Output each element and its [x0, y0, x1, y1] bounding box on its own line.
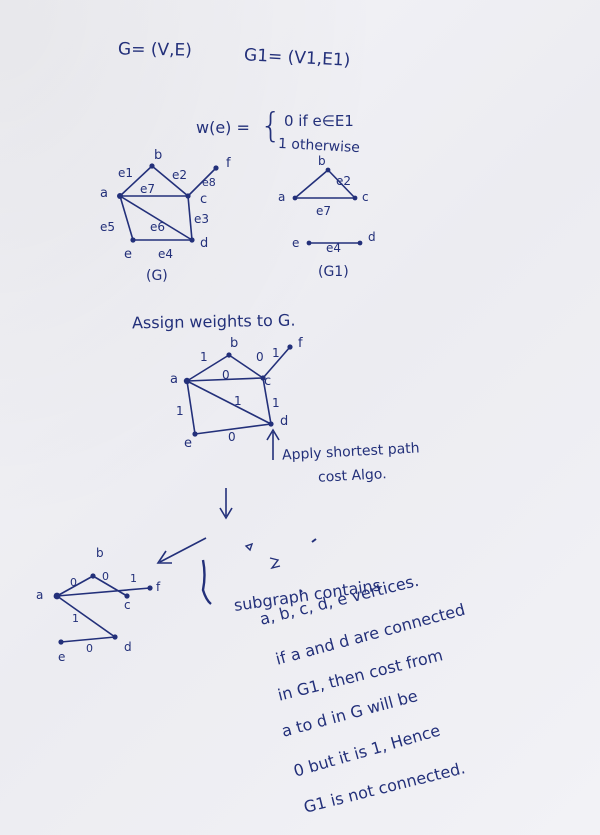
r-vertex-c: c — [124, 598, 131, 612]
w-vertex-b: b — [230, 336, 239, 351]
g1-caption: (G1) — [318, 264, 349, 280]
w-weight-ae: 1 — [176, 404, 184, 418]
w-vertex-a: a — [170, 372, 178, 387]
r-vertex-f: f — [156, 580, 161, 594]
g1-edge-e4: e4 — [326, 241, 342, 255]
r-weight-cf: 1 — [130, 572, 137, 585]
assign-weights-text: Assign weights to G. — [131, 310, 296, 333]
r-vertex-d: d — [124, 640, 132, 654]
w-weight-bc: 0 — [256, 350, 264, 364]
g1-vertex-c: c — [362, 190, 369, 204]
g-vertex-a: a — [100, 186, 108, 201]
g-vertex-c: c — [200, 192, 208, 207]
w-weight-ad: 1 — [234, 394, 242, 408]
w-weight-ac: 0 — [222, 368, 230, 382]
r-vertex-e: e — [58, 650, 66, 664]
g1-vertex-a: a — [278, 190, 286, 204]
g1-vertex-b: b — [318, 154, 326, 168]
weight-function-lhs: w(e) = — [196, 118, 250, 137]
r-weight-ab: 0 — [70, 576, 77, 589]
g-edge-e7: e7 — [140, 182, 156, 196]
g-edge-e8: e8 — [202, 176, 216, 189]
g1-edge-e2: e2 — [336, 174, 352, 188]
g1-edge-e7: e7 — [316, 204, 332, 218]
w-weight-ab: 1 — [200, 350, 208, 364]
g1-vertex-d: d — [368, 230, 376, 244]
w-vertex-f: f — [298, 336, 303, 351]
r-weight-bc: 0 — [102, 570, 109, 583]
weight-case-in-e1: 0 if e∈E1 — [284, 112, 354, 130]
w-vertex-e: e — [184, 436, 192, 451]
r-weight-ad: 1 — [72, 612, 79, 625]
g-vertex-b: b — [154, 148, 163, 163]
g-vertex-d: d — [200, 236, 209, 251]
w-weight-cf: 1 — [272, 346, 280, 360]
g-edge-e5: e5 — [100, 220, 116, 234]
w-weight-cd: 1 — [272, 396, 280, 410]
r-vertex-b: b — [96, 546, 104, 560]
w-vertex-d: d — [280, 414, 289, 429]
r-vertex-a: a — [36, 588, 44, 602]
g-edge-e4: e4 — [158, 247, 174, 261]
g-edge-e1: e1 — [118, 166, 134, 180]
g-caption: (G) — [146, 268, 168, 284]
g-vertex-f: f — [226, 156, 231, 171]
w-weight-ed: 0 — [228, 430, 236, 444]
g-edge-e3: e3 — [194, 212, 210, 226]
r-weight-ed: 0 — [86, 642, 93, 655]
g-vertex-e: e — [124, 247, 132, 262]
weight-brace: { — [260, 106, 282, 146]
g1-vertex-e: e — [292, 236, 300, 250]
g-edge-e6: e6 — [150, 220, 166, 234]
g-edge-e2: e2 — [172, 168, 188, 182]
w-vertex-c: c — [264, 374, 272, 389]
